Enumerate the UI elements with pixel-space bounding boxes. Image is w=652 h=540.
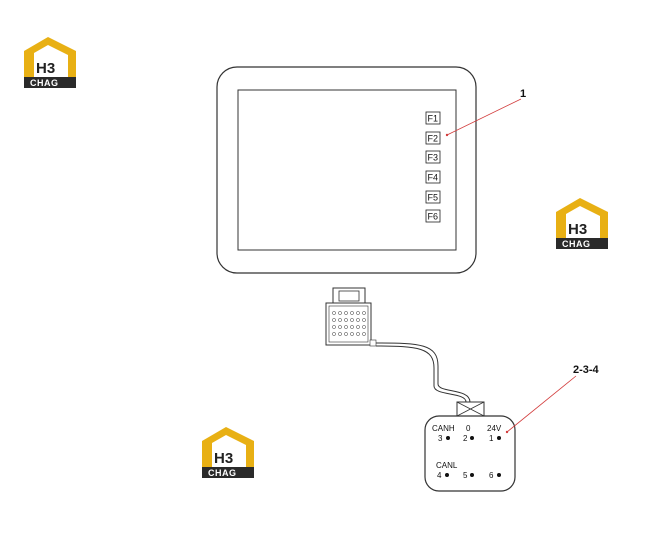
plug-pin-hole <box>350 325 354 329</box>
callout-number-display: 1 <box>520 88 526 100</box>
logo-mark-text: H3 <box>214 450 233 467</box>
pin-number-1: 1 <box>489 434 494 443</box>
plug-pin-hole <box>356 318 360 322</box>
logo-wordmark: CHAG <box>30 78 59 88</box>
plug-pin-hole <box>332 325 336 329</box>
plug-pin-hole <box>344 318 348 322</box>
brand-logo-bottom-left: H3 CHAG <box>202 427 254 478</box>
function-key-f2[interactable]: F2 <box>425 131 441 145</box>
plug-pin-hole <box>332 311 336 315</box>
pin-label-canh: CANH <box>432 424 455 433</box>
plug-pin-hole <box>362 325 366 329</box>
plug-pin-hole <box>332 332 336 336</box>
function-key-label: F2 <box>428 134 439 144</box>
plug-pin-hole <box>356 325 360 329</box>
plug-pin-hole <box>338 318 342 322</box>
plug-pin-hole <box>350 311 354 315</box>
logo-wordmark: CHAG <box>208 468 237 478</box>
brand-logo-top-left: H3 CHAG <box>24 37 76 88</box>
function-key-label: F4 <box>428 173 439 183</box>
connection-cable <box>375 342 471 403</box>
plug-pin-hole <box>344 325 348 329</box>
plug-pin-hole <box>332 318 336 322</box>
function-key-f6[interactable]: F6 <box>425 209 441 223</box>
plug-pin-grid <box>332 311 366 336</box>
pin-number-6: 6 <box>489 471 494 480</box>
logo-wordmark: CHAG <box>562 239 591 249</box>
callout-number-connector: 2-3-4 <box>573 364 600 376</box>
pin-4 <box>445 473 449 477</box>
plug-pin-hole <box>338 325 342 329</box>
plug-pin-hole <box>362 318 366 322</box>
pin-number-3: 3 <box>438 434 443 443</box>
pin-number-2: 2 <box>463 434 468 443</box>
pin-5 <box>470 473 474 477</box>
pin-1 <box>497 436 501 440</box>
plug-pin-hole <box>344 311 348 315</box>
pin-label-canl: CANL <box>436 461 458 470</box>
function-key-label: F3 <box>428 153 439 163</box>
brand-logo-right: H3 CHAG <box>556 198 608 249</box>
function-key-f1[interactable]: F1 <box>425 111 441 125</box>
function-key-label: F5 <box>428 193 439 203</box>
plug-pin-hole <box>350 318 354 322</box>
callout-1: 1 <box>445 88 526 137</box>
function-key-f5[interactable]: F5 <box>425 190 441 204</box>
logo-mark-text: H3 <box>568 221 587 238</box>
function-key-f3[interactable]: F3 <box>425 150 441 164</box>
plug-pin-hole <box>344 332 348 336</box>
plug-pin-hole <box>350 332 354 336</box>
pin-3 <box>446 436 450 440</box>
pin-number-5: 5 <box>463 471 468 480</box>
display-monitor <box>216 66 477 274</box>
pin-6 <box>497 473 501 477</box>
pin-label-zero: 0 <box>466 424 471 433</box>
pin-number-4: 4 <box>437 471 442 480</box>
plug-pin-hole <box>356 311 360 315</box>
round-connector: CANH 0 24V 3 2 1 CANL 4 5 6 <box>424 401 516 492</box>
function-key-label: F6 <box>428 212 439 222</box>
multipin-plug <box>325 287 377 347</box>
plug-pin-hole <box>362 311 366 315</box>
plug-pin-hole <box>338 311 342 315</box>
callout-2-3-4: 2-3-4 <box>505 364 600 434</box>
plug-pin-hole <box>362 332 366 336</box>
logo-mark-text: H3 <box>36 60 55 77</box>
pin-label-24v: 24V <box>487 424 502 433</box>
function-key-label: F1 <box>428 114 439 124</box>
function-key-column: F1 F2 F3 F4 F5 F6 <box>425 111 441 223</box>
pin-2 <box>470 436 474 440</box>
plug-pin-hole <box>356 332 360 336</box>
function-key-f4[interactable]: F4 <box>425 170 441 184</box>
plug-pin-hole <box>338 332 342 336</box>
